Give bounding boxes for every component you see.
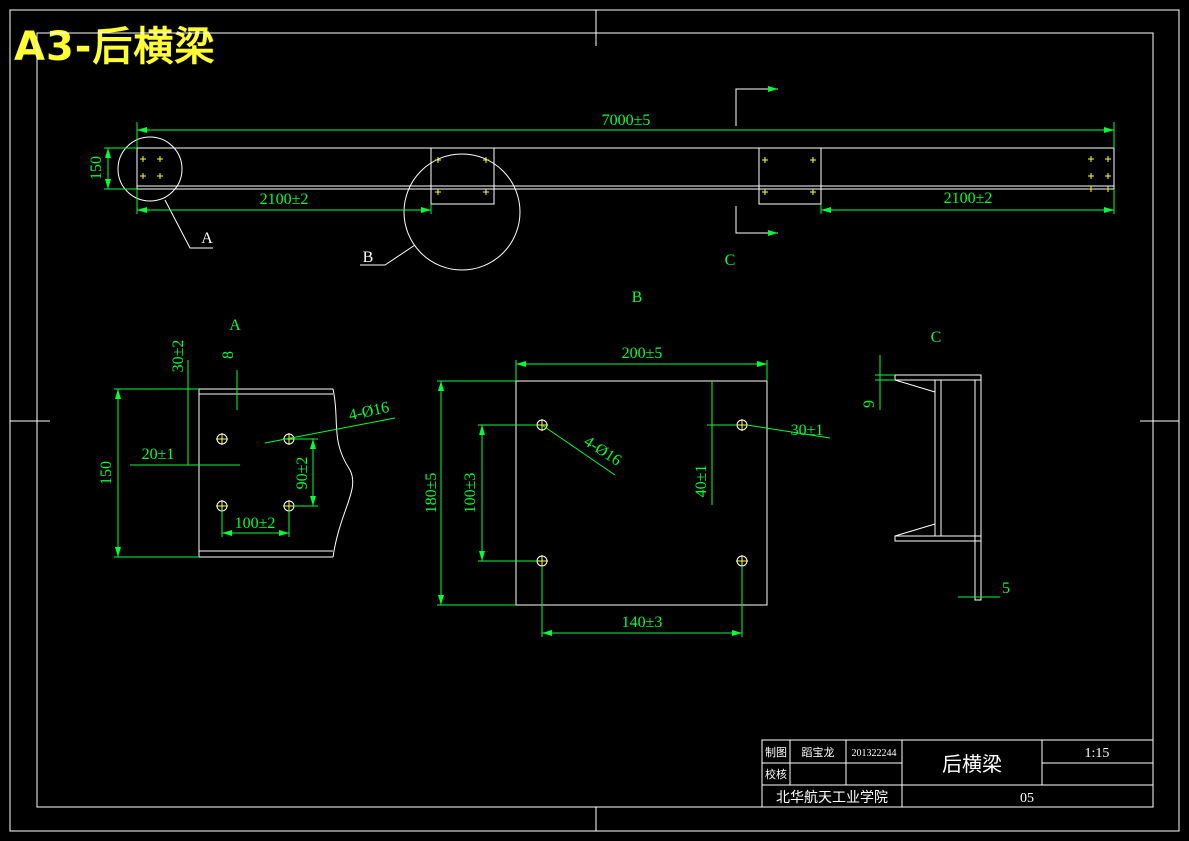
- detail-b-plate: [515, 380, 768, 606]
- dim-c-web: 5: [1002, 580, 1010, 597]
- dim-a-vert-pitch: 90±2: [294, 457, 311, 490]
- dim-a-hole-edge: 20±1: [142, 446, 175, 463]
- title-block: [761, 739, 1154, 808]
- tb-check-label: 校核: [765, 767, 787, 781]
- dim-b-vert-pitch: 100±3: [462, 473, 479, 514]
- detail-circle-b: [403, 153, 521, 271]
- label-a-callout: A: [201, 230, 213, 247]
- dim-b-hole-offset: 40±1: [693, 465, 710, 498]
- dim-c-flange: 9: [861, 400, 878, 408]
- label-b-view: B: [632, 289, 643, 306]
- dim-a-top-offset: 30±2: [170, 340, 187, 373]
- dimension-lines: [104, 122, 1115, 637]
- dim-right-offset: 2100±2: [944, 190, 993, 207]
- main-beam: [136, 147, 1115, 205]
- label-c-marker: C: [725, 252, 736, 269]
- dim-b-edge: 30±1: [791, 422, 824, 439]
- dim-b-height: 180±5: [423, 473, 440, 514]
- dimension-arrows: [105, 86, 1114, 636]
- dim-a-thickness: 8: [220, 351, 237, 359]
- sheet-title: A3-后横梁: [14, 24, 216, 70]
- label-a-view: A: [229, 317, 241, 334]
- inner-frame: [36, 32, 1154, 808]
- dim-a-height: 150: [98, 461, 115, 485]
- tb-part-name: 后横梁: [942, 753, 1002, 776]
- label-c-view: C: [931, 329, 942, 346]
- dim-left-offset: 2100±2: [260, 191, 309, 208]
- tb-draw-name: 蹈宝龙: [802, 745, 835, 759]
- dim-b-width: 200±5: [622, 345, 663, 362]
- dim-b-holes: 4-Ø16: [581, 433, 625, 470]
- tb-sheet-no: 05: [1020, 791, 1034, 806]
- dim-beam-height: 150: [88, 156, 105, 180]
- dim-a-horiz-pitch: 100±2: [235, 515, 276, 532]
- label-b-callout: B: [363, 249, 374, 266]
- dim-b-horiz-pitch: 140±3: [622, 614, 663, 631]
- detail-c-section: [894, 374, 982, 601]
- tb-school: 北华航天工业学院: [776, 790, 888, 806]
- dim-total-length: 7000±5: [602, 112, 651, 129]
- tb-scale: 1:15: [1085, 746, 1110, 761]
- outer-frame: [9, 9, 1180, 832]
- tb-draw-label: 制图: [765, 746, 787, 759]
- detail-a-plate: [198, 388, 354, 558]
- tb-draw-id: 201322244: [852, 748, 897, 759]
- detail-circle-a: [117, 136, 183, 202]
